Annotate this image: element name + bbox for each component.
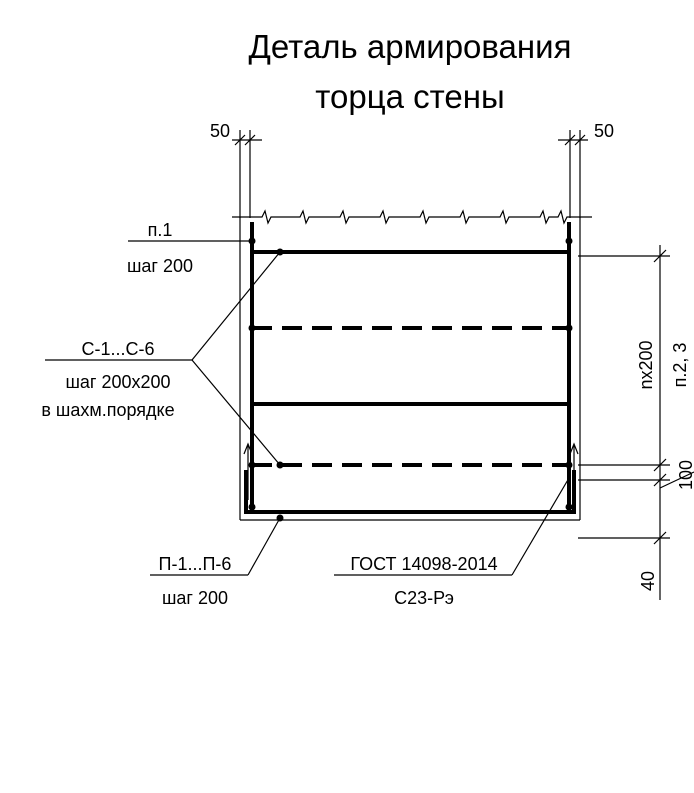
top-dimension-right-value: 50 xyxy=(594,121,614,141)
callout-c-note: в шахм.порядке xyxy=(41,400,174,420)
top-dimension-left: 50 xyxy=(210,121,262,218)
top-dimension-left-value: 50 xyxy=(210,121,230,141)
callout-c: С-1...С-6 шаг 200х200 в шахм.порядке xyxy=(41,251,281,466)
callout-p1-step: шаг 200 xyxy=(127,256,193,276)
vertical-bars xyxy=(250,222,571,512)
callout-p-label: П-1...П-6 xyxy=(159,554,232,574)
callout-gost-type: С23-Рэ xyxy=(394,588,454,608)
right-dimension-chain: nx200 п.2, 3 100 40 xyxy=(578,245,694,600)
callout-p1-label: п.1 xyxy=(148,220,173,240)
drawing-title-line2: торца стены xyxy=(315,78,504,115)
dimension-100-value: 100 xyxy=(676,460,694,490)
drawing-title-line1: Деталь армирования xyxy=(249,28,572,65)
u-bar xyxy=(243,442,579,514)
bar-dots xyxy=(248,237,573,522)
callout-gost: ГОСТ 14098-2014 С23-Рэ xyxy=(334,477,570,608)
horizontal-bars xyxy=(252,250,569,467)
top-dimension-right: 50 xyxy=(558,121,614,218)
callout-c-step: шаг 200х200 xyxy=(65,372,170,392)
callout-p1: п.1 шаг 200 xyxy=(127,220,252,276)
dimension-n-value: nx200 xyxy=(636,340,656,389)
callout-c-label: С-1...С-6 xyxy=(81,339,154,359)
wall-break-line xyxy=(232,209,592,225)
callout-p-step: шаг 200 xyxy=(162,588,228,608)
dimension-40-value: 40 xyxy=(638,571,658,591)
wall-outline xyxy=(239,217,581,521)
callout-p: П-1...П-6 шаг 200 xyxy=(150,517,281,608)
dimension-n-reference: п.2, 3 xyxy=(670,343,690,388)
callout-gost-label: ГОСТ 14098-2014 xyxy=(350,554,497,574)
